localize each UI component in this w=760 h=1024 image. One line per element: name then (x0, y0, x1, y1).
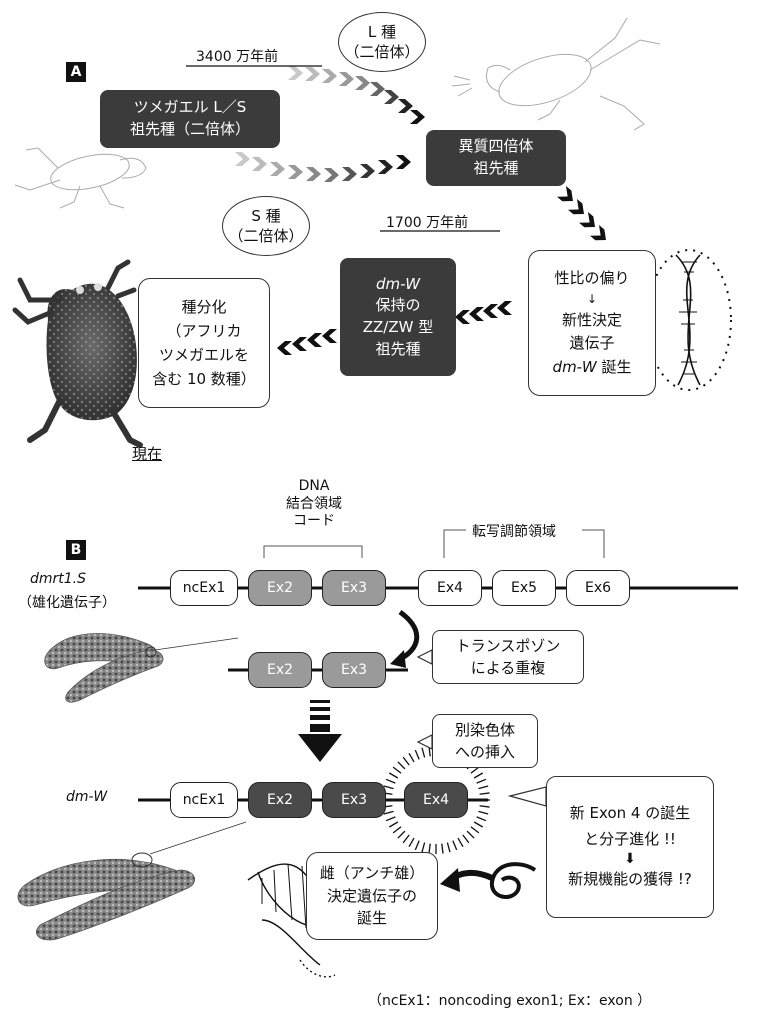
new-exon-line2: と分子進化 !! (584, 829, 676, 848)
exon-ex2-duplicate: Ex2 (248, 652, 312, 688)
footnote: （ncEx1：noncoding exon1; Ex：exon ） (368, 993, 652, 1009)
s-species-ellipse: S 種 （二倍体） (222, 196, 310, 256)
speciation-text: （アフリカ ツメガエルを 含む 10 数種） (152, 322, 256, 388)
female-gene-box: 雌（アンチ雄） 決定遺伝子の 誕生 (306, 852, 438, 940)
chevron-arrow-to-zzzw (455, 301, 512, 324)
frog-sketch-left (14, 147, 147, 209)
exon-ex3-duplicate: Ex3 (322, 652, 386, 688)
chevron-arrow-lower (235, 152, 411, 182)
transposon-callout: トランスポゾン による重複 (432, 630, 584, 684)
l-species-ellipse: L 種 （二倍体） (338, 12, 426, 72)
new-exon-callout: 新 Exon 4 の誕生 と分子進化 !! ⬇ 新規機能の獲得 !? (546, 776, 714, 918)
exon-ex5-top: Ex5 (492, 570, 556, 606)
time-label-upper: 3400 万年前 (196, 49, 279, 65)
panel-b-label: B (66, 540, 86, 560)
exon-ex4-dmw: Ex4 (404, 782, 468, 818)
dmw-birth-line: dm-W 誕生 (553, 356, 632, 379)
speciation-box: 種分化 （アフリカ ツメガエルを 含む 10 数種） (138, 278, 270, 408)
exon-ex2-top: Ex2 (248, 570, 312, 606)
frog-sketch-right (451, 17, 661, 131)
chevron-arrow-to-sex-ratio (557, 186, 611, 246)
dmw-gene-name: dm-W (552, 357, 597, 376)
birth-text: 誕生 (596, 357, 632, 376)
exon-ex2-dmw: Ex2 (248, 782, 312, 818)
panel-a-label: A (66, 62, 86, 82)
dmrt1s-sub: （雄化遺伝子） (18, 595, 116, 611)
dmw-name-b: dm-W (66, 789, 108, 805)
exon-ex3-top: Ex3 (322, 570, 386, 606)
curved-arrow-duplication (396, 609, 420, 663)
zzzw-ancestor-box: dm-W 保持の ZZ/ZW 型 祖先種 (340, 258, 456, 376)
zzzw-text: 保持の ZZ/ZW 型 祖先種 (362, 296, 434, 358)
new-exon-line1: 新 Exon 4 の誕生 (569, 804, 691, 823)
sex-ratio-box: 性比の偏り ↓ 新性決定 遺伝子 dm-W 誕生 (528, 250, 656, 396)
sex-ratio-text: 性比の偏り (554, 269, 630, 288)
dna-binding-label: DNA 結合領域 コード (286, 478, 342, 529)
exon-ncex1-top: ncEx1 (170, 570, 238, 606)
chevron-arrow-to-speciation (277, 329, 337, 355)
zzzw-dmw-name: dm-W (375, 274, 421, 293)
dna-helix-a (646, 249, 732, 391)
chromosome-dmrt1 (44, 633, 239, 703)
new-exon-down-arrow: ⬇ (624, 851, 636, 868)
insertion-down-arrow (298, 700, 342, 762)
chromosome-dmw (17, 821, 247, 941)
ancestor-box: ツメガエル L／S 祖先種（二倍体） (100, 90, 280, 148)
insertion-callout: 別染色体 への挿入 (432, 714, 538, 768)
sex-ratio-down-arrow: ↓ (586, 292, 598, 307)
transcription-region-label: 転写調節領域 (472, 524, 556, 540)
spiral-arrow (440, 862, 537, 899)
new-exon-line3: 新規機能の獲得 !? (568, 870, 692, 889)
frog-photo (12, 259, 143, 448)
allotetraploid-box: 異質四倍体 祖先種 (426, 130, 566, 186)
dmrt1s-name: dmrt1.S (30, 571, 87, 587)
exon-ex4-top: Ex4 (418, 570, 482, 606)
new-gene-text: 新性決定 遺伝子 (561, 311, 622, 353)
exon-ex6-top: Ex6 (566, 570, 630, 606)
chevron-arrow-upper (288, 66, 425, 124)
exon-ex3-dmw: Ex3 (322, 782, 386, 818)
time-label-lower: 1700 万年前 (386, 215, 469, 231)
speciation-title: 種分化 (181, 298, 227, 316)
exon-ncex1-dmw: ncEx1 (170, 782, 238, 818)
present-label: 現在 (132, 445, 163, 463)
